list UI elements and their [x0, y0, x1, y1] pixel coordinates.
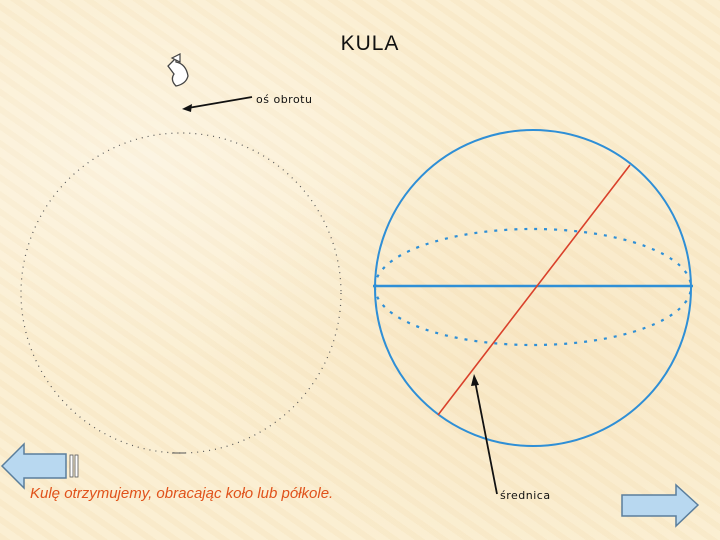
axis-label: oś obrotu	[256, 93, 313, 106]
caption-text: Kulę otrzymujemy, obracając koło lub pół…	[30, 485, 334, 502]
diameter-pointer-arrow	[471, 374, 498, 495]
dotted-circle	[20, 132, 342, 454]
diameter-label: średnica	[500, 489, 551, 502]
sphere	[373, 129, 693, 447]
rotation-icon	[167, 53, 189, 87]
forward-button[interactable]	[621, 483, 700, 528]
arrow-right-icon	[621, 483, 700, 528]
arrow-left-icon	[0, 442, 67, 490]
page-title: KULA	[340, 32, 400, 55]
axis-pointer-arrow	[182, 96, 253, 112]
back-button[interactable]	[0, 442, 79, 490]
diameter-line	[437, 164, 631, 416]
